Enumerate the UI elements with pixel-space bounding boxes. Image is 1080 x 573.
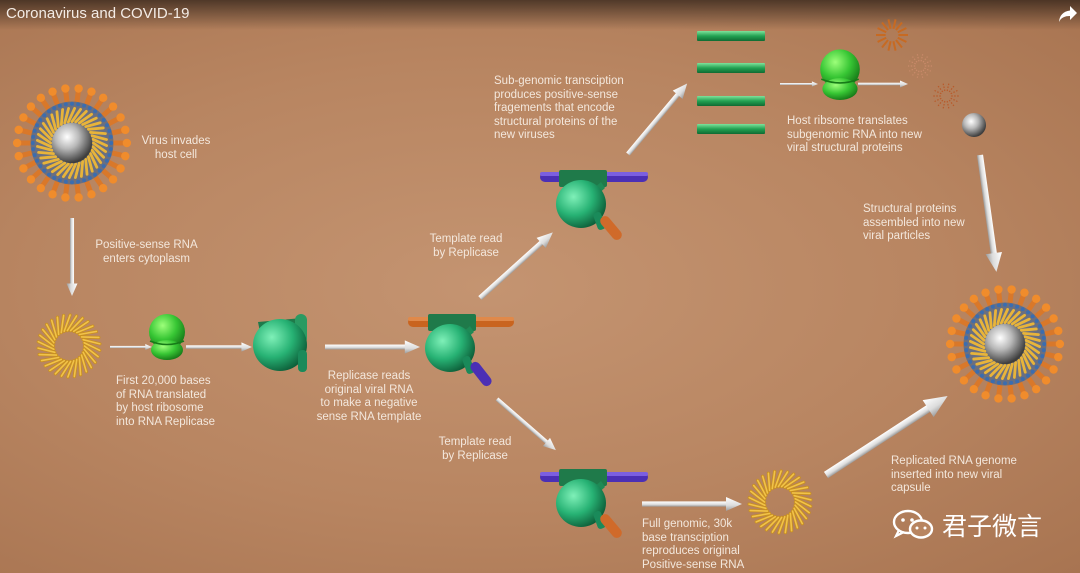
video-title[interactable]: Coronavirus and COVID-19 xyxy=(6,5,190,22)
viral-core-sphere xyxy=(962,113,986,137)
watermark: 君子微言 xyxy=(892,508,1062,542)
rna-coil-2 xyxy=(747,469,813,535)
rna-replicase-4 xyxy=(540,469,648,538)
wechat-icon xyxy=(892,509,934,539)
coronavirus-particle-2 xyxy=(945,285,1065,403)
subgenomic-rna-fragments xyxy=(697,31,765,134)
arrow-down-1 xyxy=(66,218,78,296)
rna-replicase-1 xyxy=(253,314,307,372)
coronavirus-particle-1 xyxy=(12,84,132,202)
watermark-text: 君子微言 xyxy=(942,512,1043,541)
arrow-ribosome-to-proteins xyxy=(858,80,908,88)
arrow-to-ribosome xyxy=(110,344,152,350)
arrow-to-replicase xyxy=(325,340,420,354)
rna-replicase-2 xyxy=(408,314,514,387)
arrow-bars-to-ribosome xyxy=(780,81,818,87)
share-arrow-icon[interactable] xyxy=(1058,5,1078,23)
rna-coil-1 xyxy=(36,313,102,379)
host-ribosome-1 xyxy=(148,313,186,361)
arrow-to-coil-2 xyxy=(642,497,742,511)
host-ribosome-2 xyxy=(819,48,861,101)
structural-proteins xyxy=(876,19,959,109)
arrow-from-ribosome xyxy=(186,342,252,352)
rna-replicase-3 xyxy=(540,170,648,240)
